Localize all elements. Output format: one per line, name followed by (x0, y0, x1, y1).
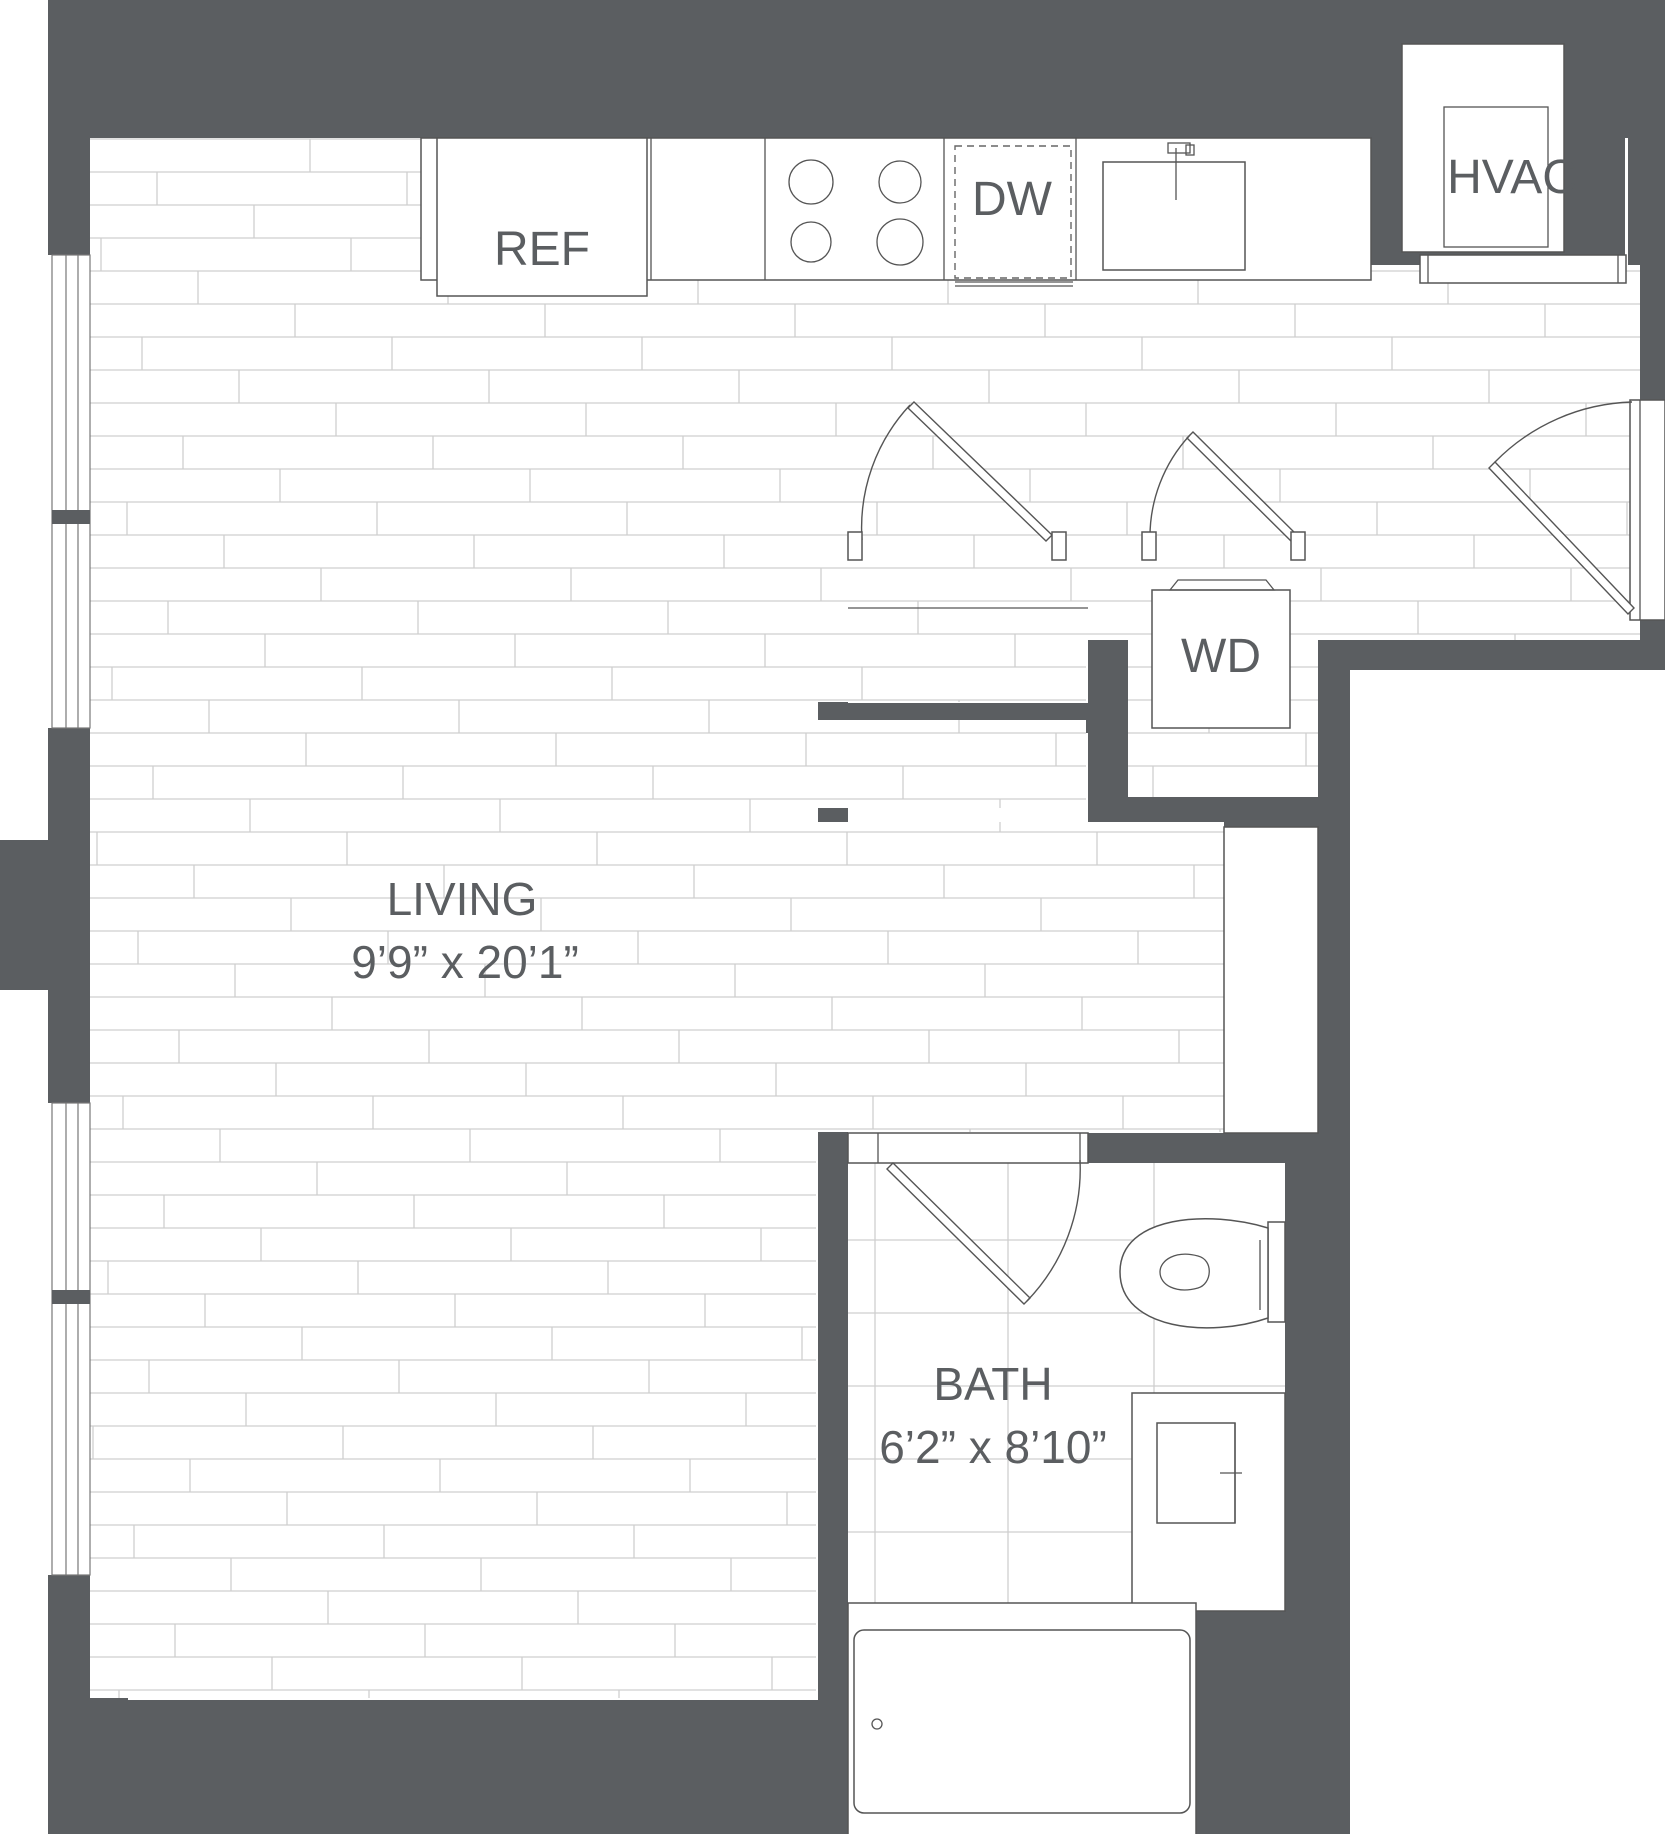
dw-label: DW (972, 173, 1053, 226)
living-room-name: LIVING (387, 873, 538, 925)
hvac-label: HVAC (1447, 151, 1577, 204)
living-room-dims: 9’9” x 20’1” (351, 936, 579, 988)
hvac-closet: HVAC (1401, 43, 1627, 284)
bath-room-name: BATH (933, 1358, 1052, 1410)
closet-door-1 (847, 401, 1067, 561)
cooktop (788, 159, 924, 266)
toilet (1119, 1217, 1286, 1329)
wd-label: WD (1181, 630, 1261, 683)
living-room-label: LIVING 9’9” x 20’1” (351, 873, 579, 988)
bathtub (847, 1602, 1197, 1834)
bath-room-dims: 6’2” x 8’10” (879, 1421, 1107, 1473)
ref-label: REF (494, 223, 590, 276)
alcove-closet (1223, 826, 1319, 1134)
windows (51, 254, 91, 1576)
bath-door (847, 1132, 1089, 1305)
entry-door (1488, 399, 1665, 621)
refrigerator: REF (436, 137, 648, 297)
bath-room-label: BATH 6’2” x 8’10” (879, 1358, 1107, 1473)
kitchen-sink (1102, 142, 1246, 271)
dishwasher: DW (954, 145, 1073, 287)
vanity (1131, 1392, 1286, 1612)
laundry-door (1141, 431, 1306, 561)
washer-dryer: WD (1151, 579, 1291, 729)
